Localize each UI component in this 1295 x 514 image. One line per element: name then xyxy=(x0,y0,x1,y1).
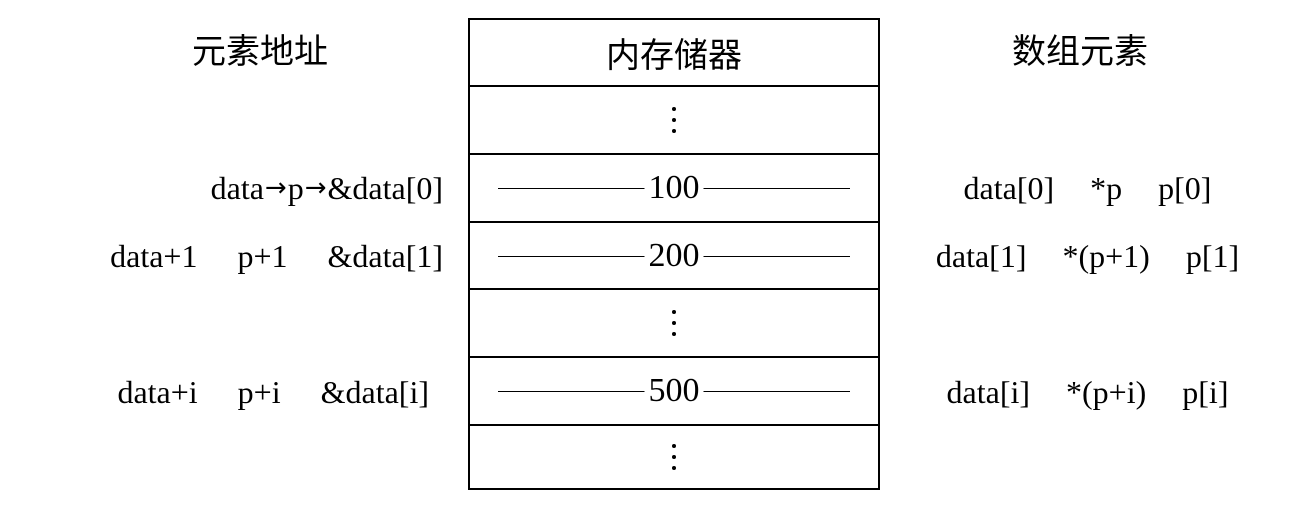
memory-ellipsis-cell-2 xyxy=(470,290,878,358)
vertical-ellipsis-icon xyxy=(672,310,676,336)
address-row-0: data→p→&data[0] xyxy=(211,166,443,210)
array-element-header: 数组元素 xyxy=(1012,32,1148,72)
element-index: p[1] xyxy=(1185,238,1240,274)
memory-ellipsis-cell-1 xyxy=(470,87,878,155)
arrow-right-icon: → xyxy=(304,173,327,203)
memory-cell-100: 100 xyxy=(470,155,878,223)
element-index: p[i] xyxy=(1182,374,1229,410)
memory-value: 100 xyxy=(644,171,704,205)
address-pointer: p xyxy=(287,170,304,206)
element-deref: *(p+i) xyxy=(1066,374,1147,410)
vertical-ellipsis-icon xyxy=(672,444,676,470)
address-data: data+1 xyxy=(110,238,198,274)
address-row-i: data+i p+i&data[i] xyxy=(117,370,429,414)
memory-ellipsis-cell-3 xyxy=(470,426,878,488)
vertical-ellipsis-icon xyxy=(672,107,676,133)
address-ref: &data[i] xyxy=(320,374,429,410)
memory-storage-box: 内存储器 100 200 500 xyxy=(468,18,880,490)
memory-cell-200: 200 xyxy=(470,223,878,290)
memory-cell-500: 500 xyxy=(470,358,878,426)
element-row-i: data[i] *(p+i) p[i] xyxy=(880,370,1295,414)
address-data: data+i xyxy=(117,374,198,410)
element-data: data[0] xyxy=(963,170,1055,206)
element-deref: *p xyxy=(1090,170,1123,206)
memory-value: 500 xyxy=(644,374,704,408)
address-ref: &data[1] xyxy=(327,238,444,274)
memory-title-cell: 内存储器 xyxy=(470,20,878,87)
address-ref: &data[0] xyxy=(327,170,444,206)
address-pointer: p+1 xyxy=(237,238,288,274)
element-address-header: 元素地址 xyxy=(192,32,328,72)
element-data: data[1] xyxy=(935,238,1027,274)
address-row-1: data+1 p+1&data[1] xyxy=(110,234,443,278)
element-index: p[0] xyxy=(1158,170,1212,206)
arrow-right-icon: → xyxy=(264,173,287,203)
element-deref: *(p+1) xyxy=(1062,238,1150,274)
element-row-1: data[1] *(p+1) p[1] xyxy=(880,234,1295,278)
address-pointer: p+i xyxy=(237,374,281,410)
memory-value: 200 xyxy=(644,238,704,273)
element-row-0: data[0] *p p[0] xyxy=(880,166,1295,210)
memory-title: 内存储器 xyxy=(606,36,742,76)
element-data: data[i] xyxy=(946,374,1031,410)
address-data: data xyxy=(210,170,264,206)
